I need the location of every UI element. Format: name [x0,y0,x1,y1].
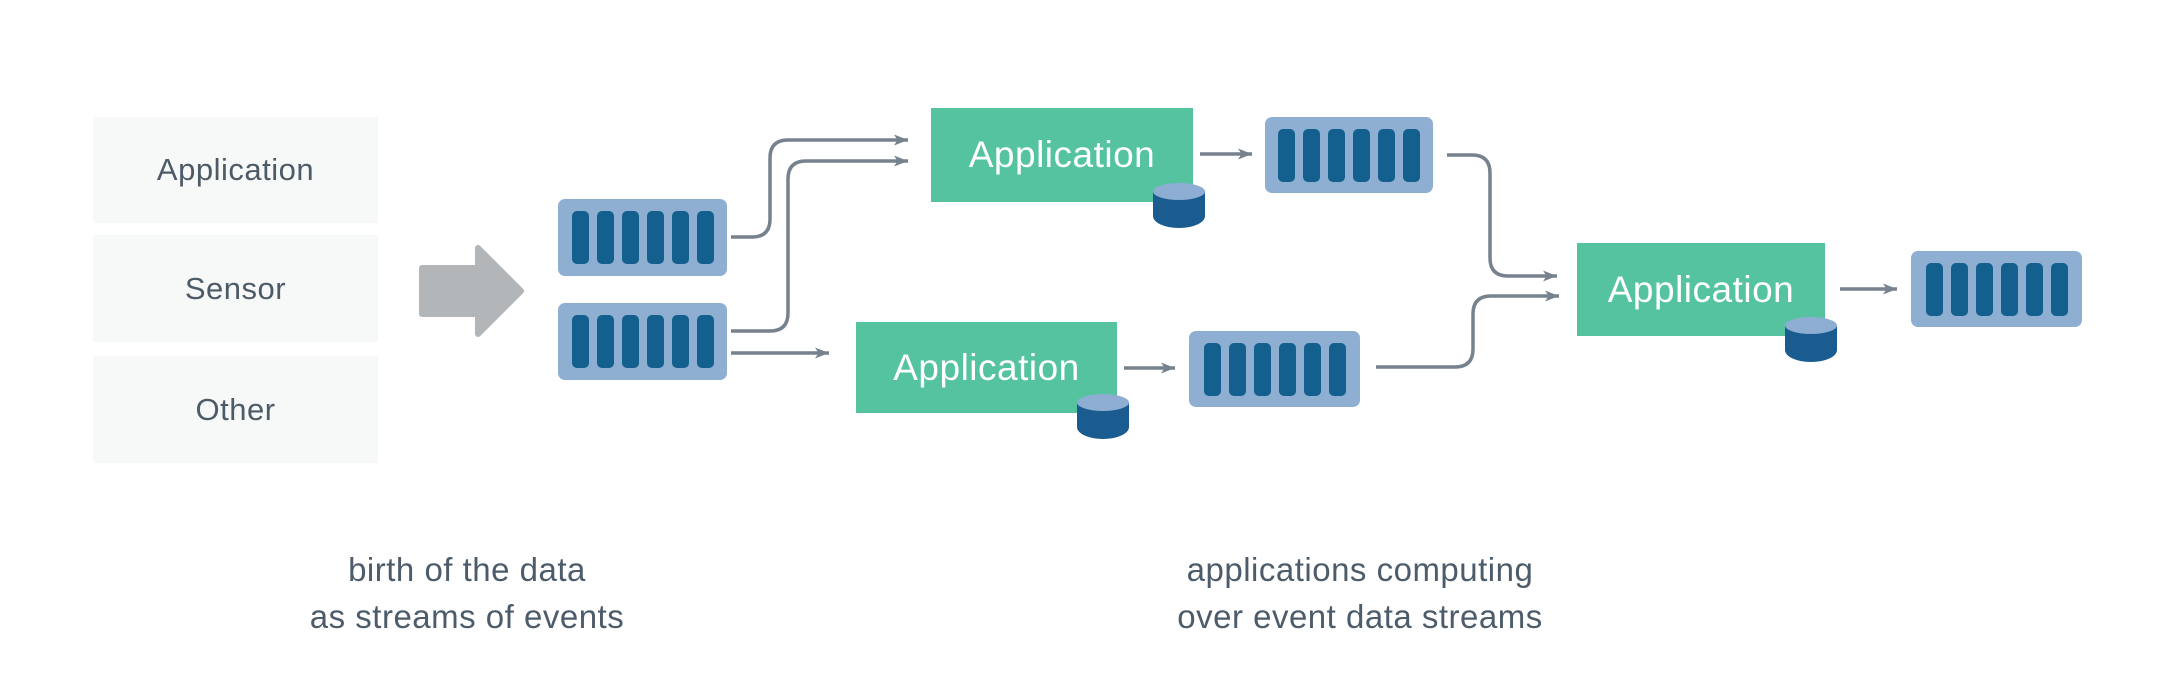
stream-segment-icon [1950,262,1968,316]
connector-stream3-to-app3 [1447,153,1557,282]
stream-segment-icon [1278,342,1296,396]
output-stream-icon [1911,251,2082,327]
caption-applications-computing: applications computing over event data s… [1110,546,1610,640]
stream-segment-icon [671,211,689,264]
stream-segment-icon [621,211,639,264]
stream-segment-icon [1925,262,1943,316]
database-cylinder-icon [1153,183,1205,228]
source-label: Sensor [184,270,287,306]
caption-line: as streams of events [309,598,625,635]
application-label: Application [968,134,1156,175]
stream-segment-icon [1353,128,1370,182]
application-label: Application [893,346,1080,388]
stream-segment-icon [1403,128,1420,182]
stream-segment-icon [671,315,689,368]
input-stream-icon-2 [558,303,727,380]
source-box-other: Other [93,356,378,463]
stream-segment-icon [1975,262,1993,316]
caption-line: over event data streams [1177,598,1543,635]
source-label: Other [195,391,276,427]
stream-segment-icon [1328,342,1346,396]
database-cylinder-icon [1785,317,1837,362]
stream-segment-icon [2025,262,2043,316]
caption-line: birth of the data [348,551,586,588]
application-label: Application [1607,268,1795,310]
source-label: Application [156,152,315,187]
caption-line: applications computing [1186,551,1534,588]
derived-stream-icon-1 [1265,117,1433,193]
stream-segment-icon [696,211,714,264]
database-cylinder-icon [1077,394,1129,439]
stream-segment-icon [571,315,589,368]
stream-segment-icon [696,315,714,368]
application-box-top: Application [931,108,1205,228]
stream-segment-icon [1378,128,1395,182]
stream-segment-icon [1278,128,1295,182]
stream-segment-icon [1253,342,1271,396]
stream-segment-icon [2000,262,2018,316]
caption-birth-of-data: birth of the data as streams of events [217,546,717,640]
ingest-arrow-icon [419,245,524,337]
stream-segment-icon [646,211,664,264]
stream-segment-icon [621,315,639,368]
stream-segment-icon [1328,128,1345,182]
stream-segment-icon [2050,262,2068,316]
derived-stream-icon-2 [1189,331,1360,407]
source-box-sensor: Sensor [93,235,378,342]
source-box-application: Application [93,117,378,223]
application-box-final: Application [1577,243,1837,362]
application-box-bottom: Application [856,322,1129,439]
stream-segment-icon [1303,342,1321,396]
input-stream-icon-1 [558,199,727,276]
stream-segment-icon [571,211,589,264]
stream-segment-icon [1303,128,1320,182]
stream-segment-icon [646,315,664,368]
stream-segment-icon [596,211,614,264]
stream-segment-icon [1228,342,1246,396]
connector-stream2-to-app1 [731,155,908,333]
stream-segment-icon [596,315,614,368]
stream-segment-icon [1203,342,1221,396]
connector-stream1-to-app1 [731,134,908,239]
connector-stream4-to-app3 [1376,290,1559,369]
